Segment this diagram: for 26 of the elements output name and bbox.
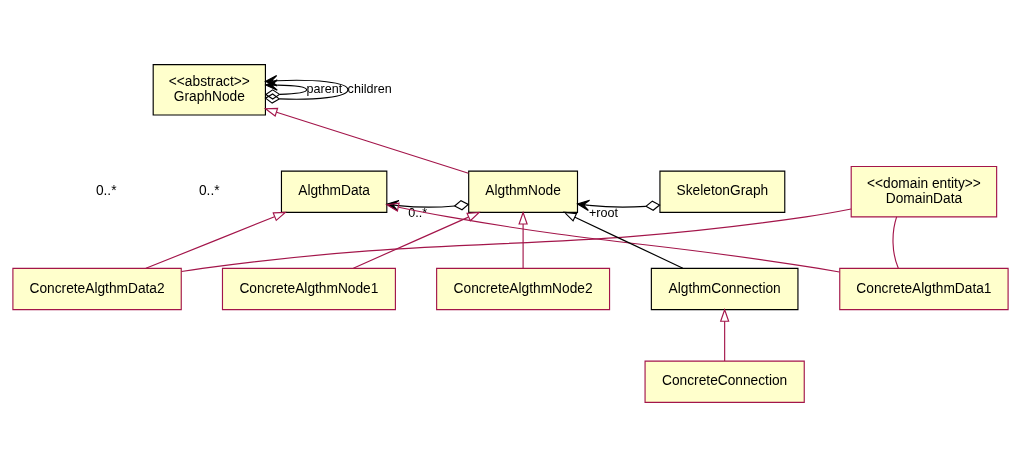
- node-box: ConcreteAlgthmNode2: [436, 267, 611, 310]
- node-box: ConcreteAlgthmData2: [12, 267, 182, 310]
- arrow: [263, 107, 469, 174]
- arrow: [518, 210, 528, 269]
- node-box: ConcreteAlgthmNode1: [221, 267, 396, 310]
- node-box: <<domain entity>> DomainData: [850, 165, 998, 217]
- label: 0..*: [199, 182, 220, 198]
- node-box: AlgthmData: [280, 170, 388, 213]
- label: 0..*: [95, 182, 117, 198]
- node-box: SkeletonGraph: [659, 170, 786, 213]
- connector: [180, 207, 852, 272]
- arrow: [352, 211, 481, 269]
- arrow: [577, 199, 661, 211]
- arrow: [145, 211, 287, 269]
- arrow: [562, 211, 684, 269]
- edge-label: children: [347, 81, 392, 96]
- connector: [892, 215, 899, 269]
- node-box: ConcreteConnection: [644, 360, 805, 403]
- node-box: <<abstract>> GraphNode: [152, 63, 266, 116]
- node-box: ConcreteAlgthmData1: [839, 267, 1009, 310]
- arrow: [385, 202, 840, 272]
- edge-label: parent: [306, 81, 343, 96]
- node-box: AlgthmConnection: [650, 267, 799, 310]
- node-box: AlgthmNode: [468, 170, 579, 213]
- edge-label: +root: [588, 205, 618, 220]
- arrow: [719, 307, 730, 362]
